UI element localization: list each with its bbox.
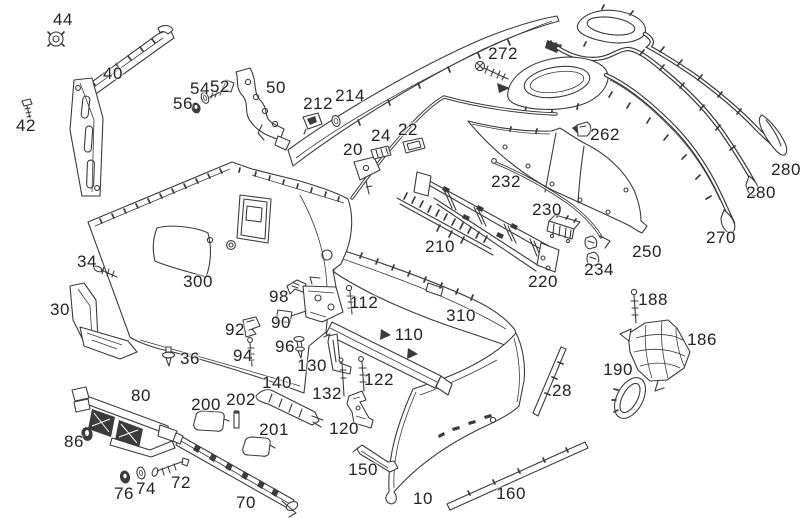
part-art-22-clip xyxy=(402,137,426,154)
part-art-76-grommet xyxy=(119,470,131,484)
part-art-188-screw xyxy=(630,288,639,324)
part-art-28-strip xyxy=(532,346,567,417)
part-art-122-screw xyxy=(358,356,367,392)
part-art-80-absorber xyxy=(71,386,178,458)
part-art-220-mount-frame xyxy=(413,171,560,273)
part-art-201-pad xyxy=(242,436,276,457)
part-art-74-washer xyxy=(136,466,146,480)
part-art-230-bracket xyxy=(546,213,581,244)
part-art-72-bolt xyxy=(151,457,190,477)
part-art-110-sill-bar xyxy=(325,321,453,396)
part-art-70-rail xyxy=(172,432,299,518)
part-art-214-grommet xyxy=(331,115,341,127)
part-art-98-clip xyxy=(286,279,307,295)
part-art-310-center-panel xyxy=(331,246,520,351)
part-art-50-bracket xyxy=(235,67,291,151)
part-art-94-screw xyxy=(247,337,255,367)
part-art-272-screw xyxy=(474,60,510,93)
part-art-262-clip xyxy=(572,121,592,137)
part-art-232-strip xyxy=(491,158,611,249)
part-art-250-diffuser xyxy=(467,120,648,234)
part-art-132-pin xyxy=(338,357,347,397)
part-art-200-pad xyxy=(193,410,230,432)
part-art-54-washer xyxy=(200,92,210,104)
part-art-270-trim-strip xyxy=(507,56,736,234)
part-art-96-pin xyxy=(293,336,305,359)
part-art-24-clip xyxy=(370,145,392,160)
part-art-90-bracket xyxy=(275,276,344,324)
part-art-190-exhaust-trim xyxy=(611,377,646,419)
part-art-44-nut xyxy=(47,31,65,47)
part-art-280-lower-strip xyxy=(545,40,759,197)
part-art-34-screw xyxy=(93,265,118,278)
part-art-120-bracket xyxy=(346,390,374,429)
part-art-30-flap xyxy=(69,282,138,360)
part-art-42-screw xyxy=(21,98,33,119)
part-art-130-bracket xyxy=(323,333,352,375)
part-art-210-rail xyxy=(396,192,494,256)
part-art-280-upper-strip xyxy=(576,4,788,156)
part-art-36-pin xyxy=(161,346,176,367)
part-art-186-mesh-bracket xyxy=(619,319,691,392)
part-art-52-bolt xyxy=(209,79,235,99)
part-art-56-grommet xyxy=(191,102,201,114)
part-art-112-screw xyxy=(345,284,355,315)
part-art-150-bracket xyxy=(352,444,399,473)
part-art-300-bumper-cover xyxy=(87,15,560,394)
part-art-86-grommet xyxy=(81,427,93,441)
part-art-40-bracket xyxy=(69,25,175,197)
part-art-234-clips xyxy=(584,235,600,267)
part-art-20-bracket xyxy=(353,156,381,195)
part-art-140-bracket xyxy=(255,389,324,428)
part-art-160-strip xyxy=(446,441,589,511)
part-art-92-bracket xyxy=(242,316,261,338)
part-art-202-spacer xyxy=(233,410,240,429)
part-art-212-bracket xyxy=(302,112,323,135)
part-art-10-lower-skirt xyxy=(385,332,526,505)
